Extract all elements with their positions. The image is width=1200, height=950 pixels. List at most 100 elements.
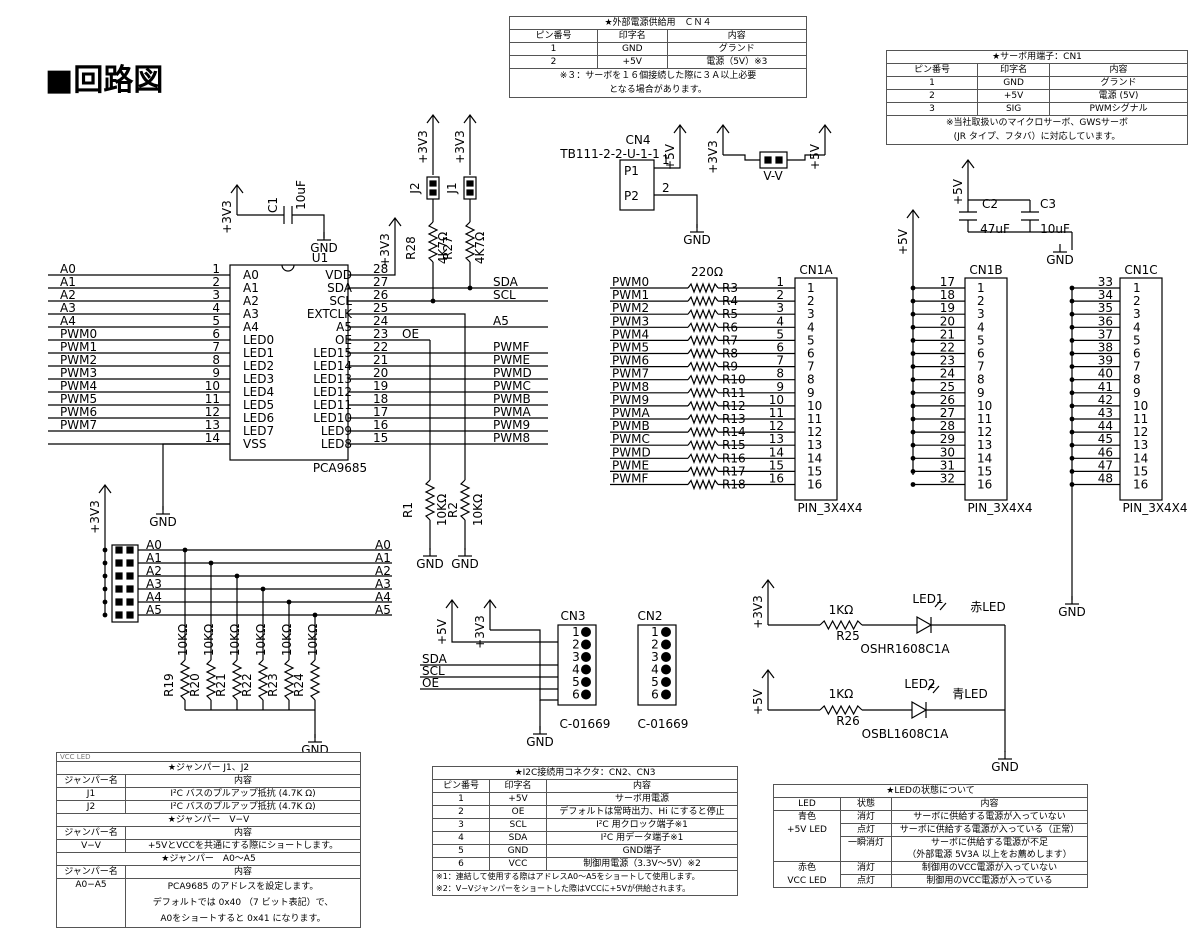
pin-number: 13 <box>977 438 992 452</box>
pin-number: 2 <box>977 294 985 308</box>
net-label: PWM9 <box>493 418 530 432</box>
net-label: A4 <box>60 314 76 328</box>
cn1-note-1: ※当社取扱いのマイクロサーボ、GWSサーボ <box>886 115 1188 130</box>
vv-label: V-V <box>763 169 783 183</box>
pin-number: 9 <box>776 380 784 394</box>
net-label: PWM3 <box>60 366 97 380</box>
pin-number: 40 <box>1098 367 1113 381</box>
pin-name: A0 <box>243 268 259 282</box>
jumper-label: J1 <box>445 182 459 194</box>
net-label: OE <box>402 327 419 341</box>
led2-light <box>927 682 935 691</box>
pin-name: SCL <box>329 294 352 308</box>
pin-name: OE <box>335 333 352 347</box>
power-label: +5V <box>896 228 910 255</box>
pin-number: 11 <box>1133 412 1148 426</box>
jumper-pin <box>115 546 123 554</box>
table-cell: SDA <box>489 831 547 845</box>
led-header-led: LED <box>773 797 841 811</box>
resistor-zigzag <box>687 308 719 320</box>
cn3-pin-circle <box>581 677 591 687</box>
cn3-pin-circle <box>581 639 591 650</box>
net-label: A1 <box>60 275 76 289</box>
led1-part: OSHR1608C1A <box>860 642 950 656</box>
power-label: +3V3 <box>751 595 765 629</box>
pin-number: 42 <box>1098 393 1113 407</box>
net-label: PWM4 <box>60 379 97 393</box>
power-label: +5V <box>951 178 965 205</box>
pin-name: LED9 <box>321 424 352 438</box>
table-cell: グランド <box>1049 76 1188 90</box>
resistor-ref: R3 <box>722 281 738 295</box>
net-label: A5 <box>146 603 162 617</box>
pin-number: 13 <box>769 432 784 446</box>
power-arrow <box>388 217 402 227</box>
pin-number: 2 <box>807 294 815 308</box>
u1-ref: U1 <box>312 251 328 265</box>
pin-number: 33 <box>1098 275 1113 289</box>
jumper-j1 <box>463 176 477 200</box>
pin-number: 20 <box>373 366 388 380</box>
jumper-j2 <box>426 176 440 200</box>
resistor-zigzag <box>687 321 719 334</box>
pin-number: 27 <box>940 406 955 420</box>
resistor-value: 10KΩ <box>254 624 268 656</box>
table-cell: V−V <box>56 839 126 853</box>
gnd-label: GND <box>310 241 338 255</box>
cn2-ref: CN2 <box>638 609 663 623</box>
resistor-ref: R18 <box>722 478 746 492</box>
table-cell: 3 <box>432 818 490 832</box>
pin-name: LED7 <box>243 424 274 438</box>
jumper-pin <box>126 611 134 619</box>
pin-number: 4 <box>776 314 784 328</box>
pin-number: 36 <box>1098 314 1113 328</box>
resistor-ref: R11 <box>722 386 746 400</box>
cn3-part: C-01669 <box>560 717 611 731</box>
net-label: A3 <box>146 577 162 591</box>
net-label: A5 <box>493 314 509 328</box>
table-cell: GND <box>489 844 547 858</box>
led-blue-name: 青色 <box>773 810 841 824</box>
cn3-ref: CN3 <box>561 609 586 623</box>
i2c-note-1: ※1：連結して使用する際はアドレスA0〜A5をショートして使用します。 <box>432 870 738 883</box>
table-cell: 電源（5V）※3 <box>666 55 808 69</box>
table-cell: 点灯 <box>840 823 892 837</box>
pin-number: 8 <box>807 373 815 387</box>
pin-number: 1 <box>807 281 815 295</box>
jumper-header-name: ジャンパー名 <box>56 826 126 840</box>
resistor-value: 4K7Ω <box>436 232 450 264</box>
pin-name: VSS <box>243 437 266 451</box>
pin-number: 15 <box>807 464 822 478</box>
pin-number: 7 <box>776 354 784 368</box>
led-red-sub: VCC LED <box>773 874 841 888</box>
jumper-table: VCC LED ★ジャンパー J1、J2 ジャンパー名 内容 J1 I²C バス… <box>56 752 361 928</box>
cn4-header-content: 内容 <box>666 29 808 43</box>
resistor-zigzag <box>687 282 719 294</box>
jumper-pin <box>115 598 123 606</box>
pin-number: 3 <box>776 301 784 315</box>
pin-number: 15 <box>769 458 784 472</box>
net-label: PWMD <box>493 366 532 380</box>
power-arrow <box>906 209 920 219</box>
pin-number: 3 <box>651 650 659 664</box>
pin-number: 28 <box>940 419 955 433</box>
net-label: PWM3 <box>612 314 649 328</box>
page-title: ■回路図 <box>45 63 163 98</box>
power-arrow <box>463 114 477 124</box>
extclk-wire <box>388 313 466 480</box>
resistor-value: 10KΩ <box>202 624 216 656</box>
pin-number: 1 <box>651 625 659 639</box>
resistor-ref: R13 <box>722 412 746 426</box>
resistor-value: 1KΩ <box>829 687 854 701</box>
table-cell: PWMシグナル <box>1049 102 1188 116</box>
net-label: PWM9 <box>612 393 649 407</box>
jumper-pin <box>115 611 123 619</box>
c3-value: 10uF <box>1040 222 1070 236</box>
table-cell: I²C バスのプルアップ抵抗 (4.7K Ω) <box>125 787 361 801</box>
resistor-ref: R4 <box>722 294 738 308</box>
cn2-pin-circle <box>661 652 671 662</box>
pin-number: 3 <box>977 307 985 321</box>
net-label: A2 <box>375 564 391 578</box>
pin-number: 19 <box>940 301 955 315</box>
